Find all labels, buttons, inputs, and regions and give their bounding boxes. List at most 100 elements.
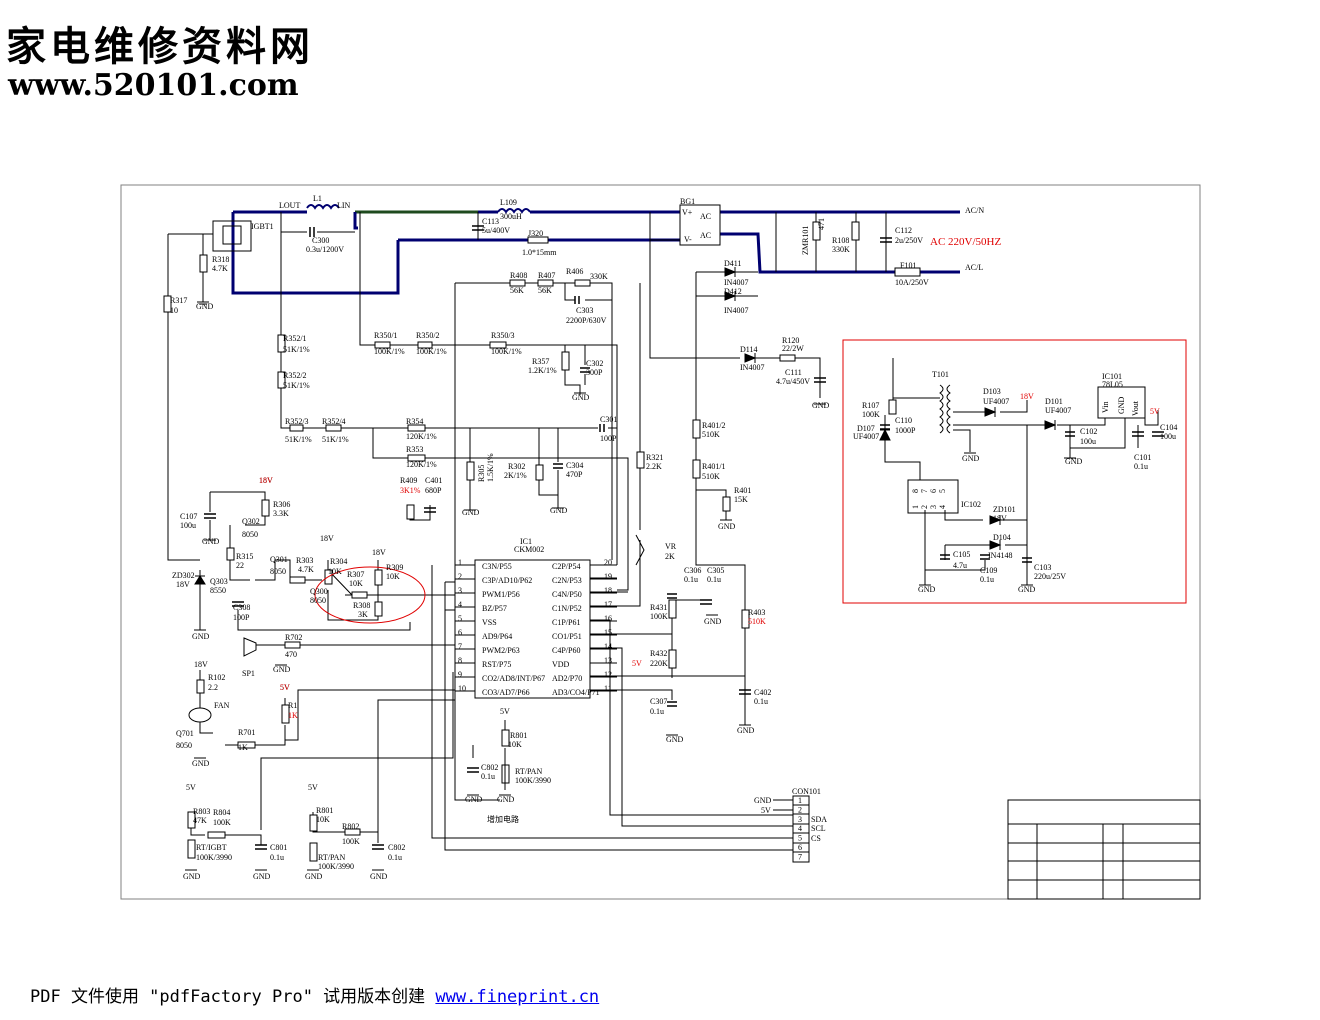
ic1-pin-number: 16 (604, 614, 612, 623)
label: 18V (194, 660, 208, 669)
schematic-frame (120, 184, 1201, 900)
label: 2u/250V (895, 236, 923, 245)
label: 100K/1% (491, 347, 522, 356)
label: R350/3 (491, 331, 515, 340)
label: R801 (510, 731, 527, 740)
red-annotations: 3K1% 1K 5V 510K 18V 5V (259, 476, 766, 720)
label: C302 (586, 359, 603, 368)
label: C801 (270, 843, 287, 852)
label: GND (253, 872, 271, 881)
ic1-part: CKM002 (514, 545, 544, 554)
label: 100K/3990 (196, 853, 232, 862)
label: D412 (724, 287, 742, 296)
label: LIN (337, 201, 351, 210)
label: R309 (386, 563, 403, 572)
label: AC (700, 231, 711, 240)
label: C112 (895, 226, 912, 235)
label: D103 (983, 387, 1001, 396)
label: 0.1u (481, 772, 495, 781)
footer-note: PDF 文件使用 "pdfFactory Pro" 试用版本创建 www.fin… (30, 982, 599, 1007)
label: R357 (532, 357, 549, 366)
label: 10K (508, 740, 522, 749)
ic1-pin-number: 10 (458, 684, 466, 693)
site-url: www.520101.com (8, 68, 299, 103)
label: RT/IGBT (196, 843, 227, 852)
label: D411 (724, 259, 741, 268)
label: R102 (208, 673, 225, 682)
label: 100K (213, 818, 231, 827)
label: C111 (785, 368, 802, 377)
label: GND (462, 508, 480, 517)
label: GND (962, 454, 980, 463)
label: GND (370, 872, 388, 881)
label: 510K (702, 430, 720, 439)
label: 51K/1% (285, 435, 312, 444)
label: C105 (953, 550, 970, 559)
label: 220K (650, 659, 668, 668)
label: C113 (482, 217, 499, 226)
label: Q701 (176, 729, 194, 738)
ic1-pin-number: 6 (458, 628, 462, 637)
label: 8050 (310, 596, 326, 605)
label: 300uH (500, 212, 522, 221)
red-label: 3K1% (400, 486, 421, 495)
label: Q301 (270, 555, 288, 564)
label: V- (684, 235, 692, 244)
ic1-pin-name: C1P/P61 (552, 618, 580, 627)
label: 18V (1020, 392, 1034, 401)
label: 56K (510, 286, 524, 295)
label: R401/2 (702, 421, 726, 430)
label: C308 (233, 603, 250, 612)
ic101-ref: IC101 (1102, 372, 1122, 381)
ic1-pin-number: 15 (604, 628, 612, 637)
ic102-pin-number: 8 (911, 489, 920, 493)
label: 10K (349, 579, 363, 588)
label: GND (812, 401, 830, 410)
label: 1.5K/1% (486, 453, 495, 482)
label: GND (918, 585, 936, 594)
con101-pin-number: 5 (798, 834, 802, 843)
ic101-pin-gnd: GND (1117, 396, 1126, 414)
con101-pin-number: 4 (798, 824, 802, 833)
con101-pin-number: 2 (798, 805, 802, 814)
label: R354 (406, 417, 423, 426)
label: GND (666, 735, 684, 744)
transformer-t101 (939, 384, 951, 434)
con101-scl: SCL (811, 824, 826, 833)
ic1-pin-name: CO1/P51 (552, 632, 582, 641)
ic1-pin-name: PWM1/P56 (482, 590, 520, 599)
label: ZD101 (993, 505, 1016, 514)
label: GND (202, 537, 220, 546)
label: D104 (993, 533, 1011, 542)
label: RT/PAN (515, 767, 542, 776)
ic1-pin-name: AD2/P70 (552, 674, 582, 683)
con101-body (792, 795, 810, 863)
ic1-pin-name: VSS (482, 618, 497, 627)
red-label: 510K (748, 617, 766, 626)
label: 100K/1% (374, 347, 405, 356)
igbt (212, 220, 252, 252)
label: C104 (1160, 423, 1177, 432)
label: 0.3u/1200V (306, 245, 344, 254)
ic1-pin-number: 5 (458, 614, 462, 623)
label: 100u (1080, 437, 1096, 446)
label: L1 (313, 194, 322, 203)
label: UF4007 (983, 397, 1009, 406)
label: 3.3K (273, 509, 289, 518)
label: 100K/3990 (318, 862, 354, 871)
title-block (1007, 799, 1201, 900)
con101-pin-number: 6 (798, 843, 802, 852)
label: D101 (1045, 397, 1063, 406)
ic102-pin-number: 1 (911, 505, 920, 509)
ic102-pin-number: 6 (929, 489, 938, 493)
label: R401/1 (702, 462, 726, 471)
con101-5v: 5V (761, 806, 771, 815)
footer-link[interactable]: www.fineprint.cn (435, 987, 600, 1007)
label: GND (704, 617, 722, 626)
label: Q303 (210, 577, 228, 586)
ic1-pin-number: 4 (458, 600, 462, 609)
label: Q302 (242, 517, 260, 526)
